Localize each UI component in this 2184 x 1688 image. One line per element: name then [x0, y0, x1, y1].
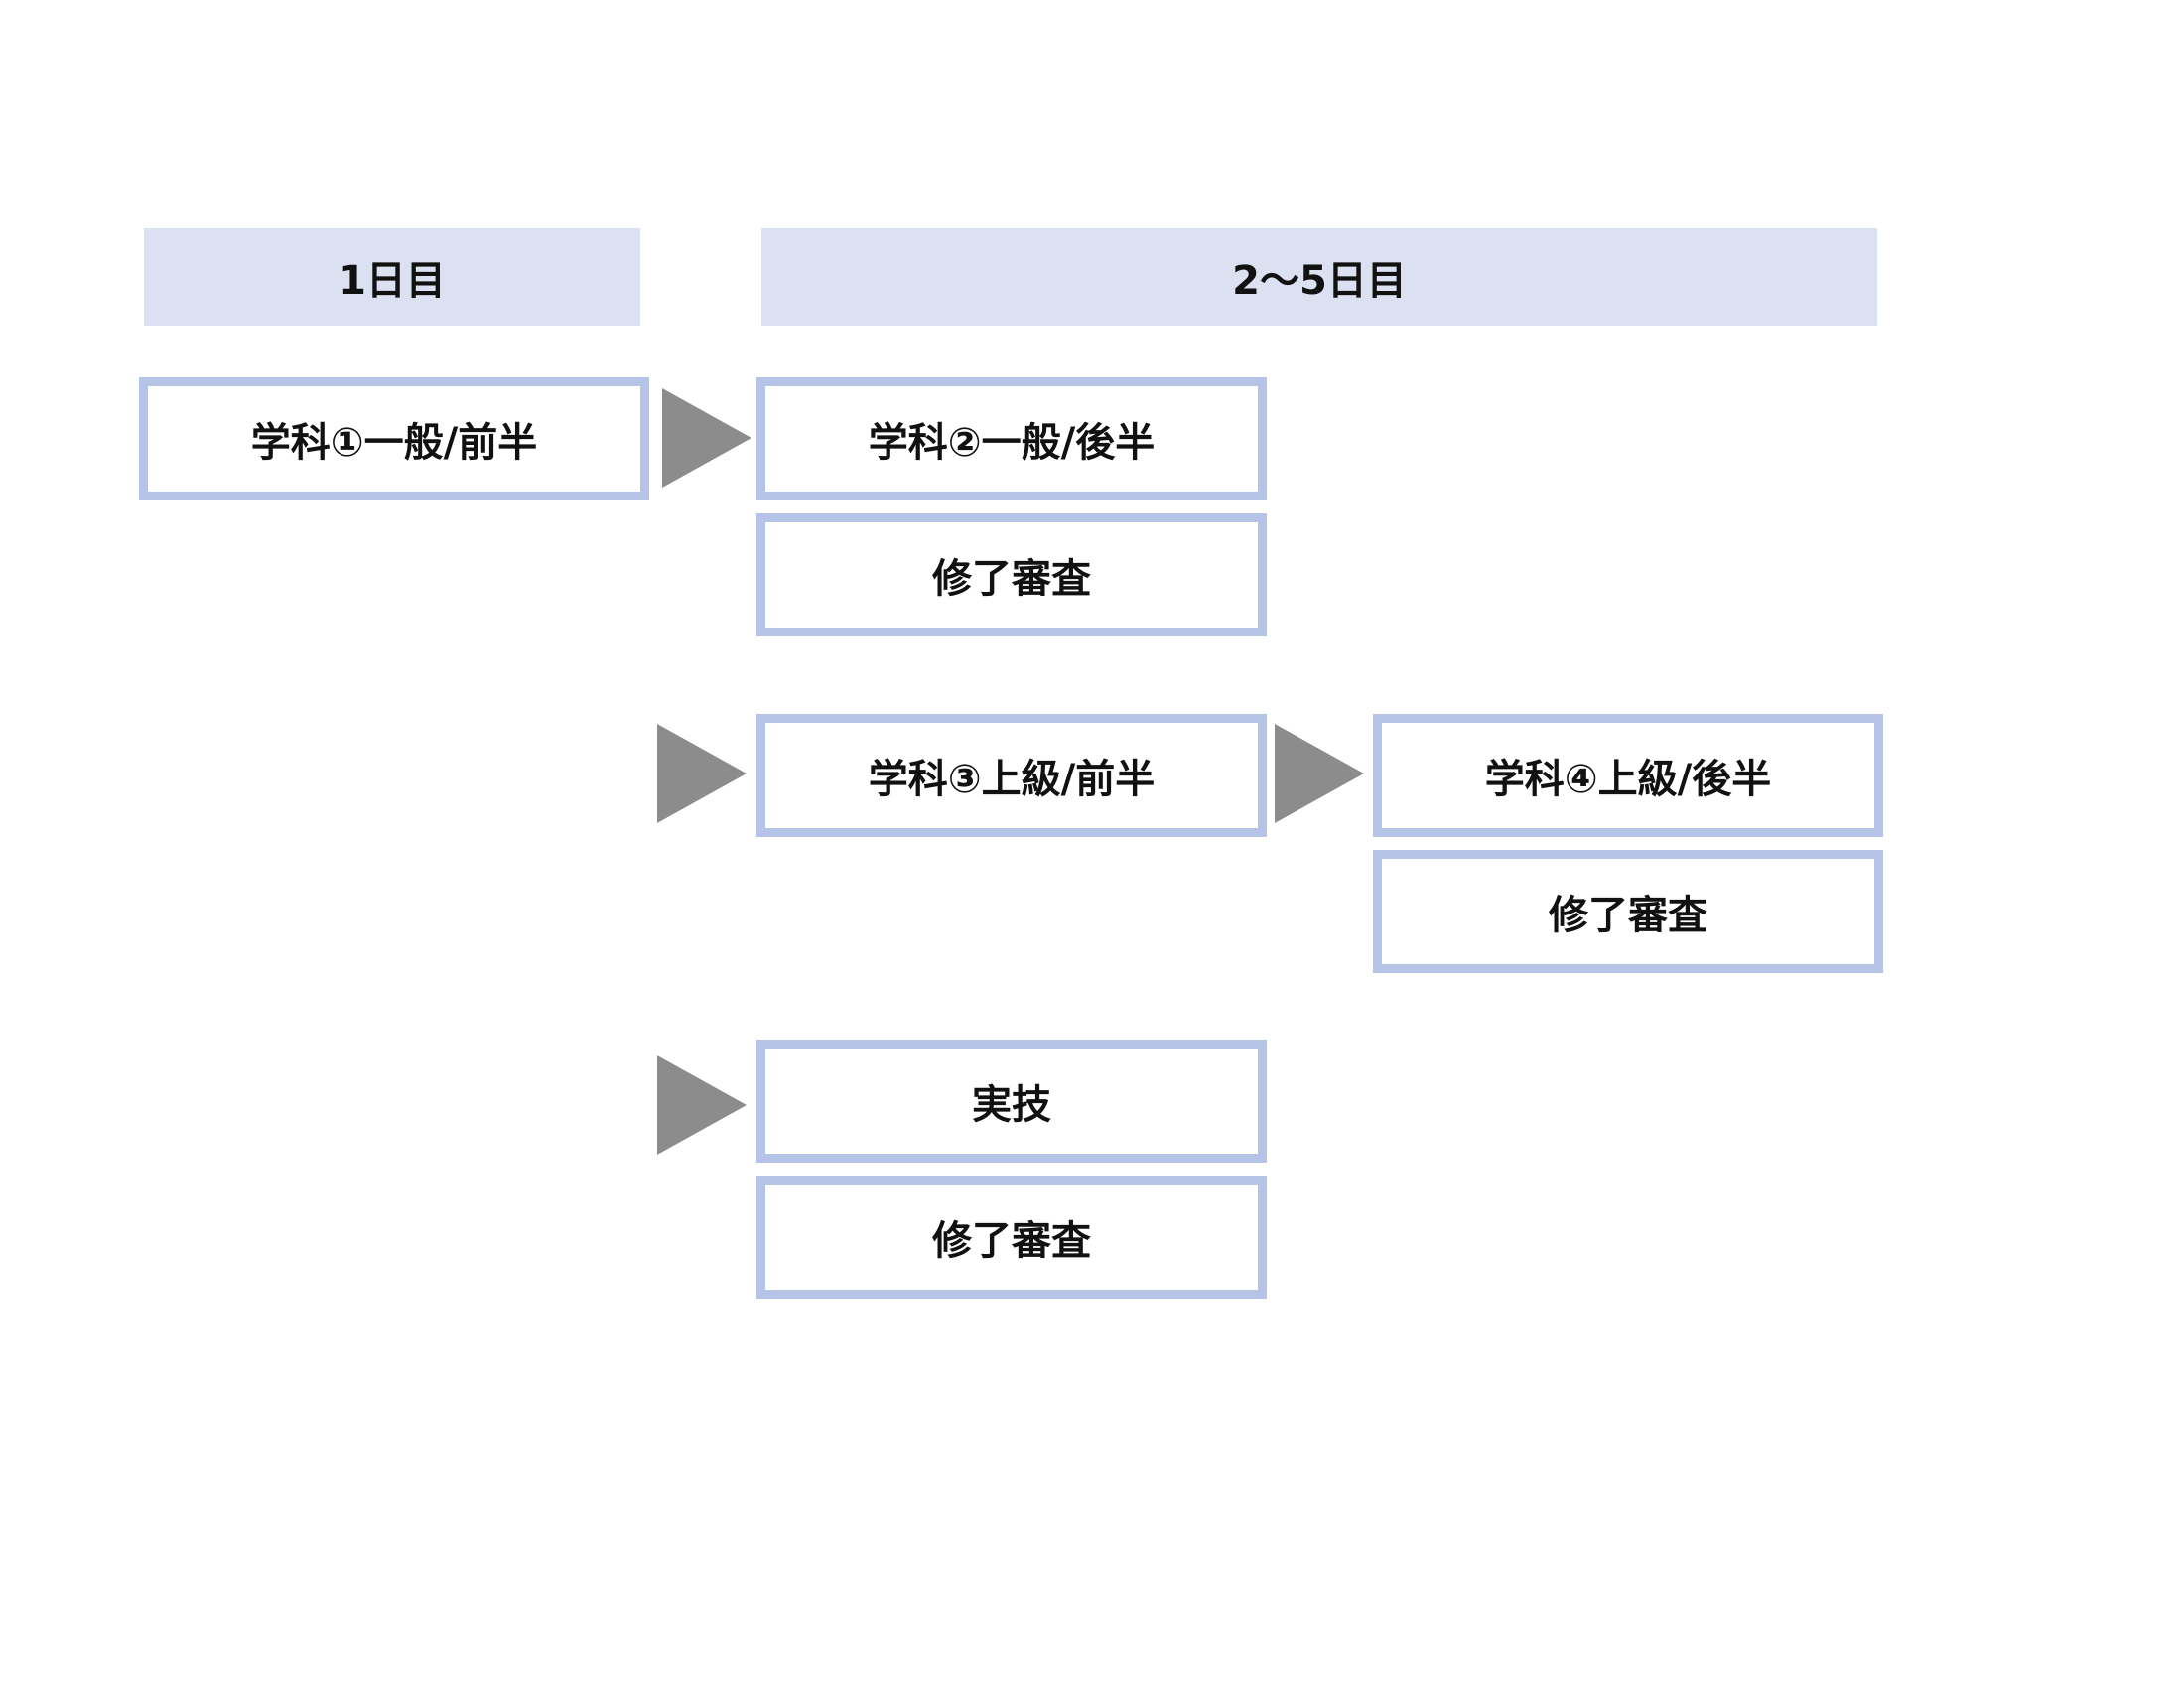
box-advanced-first: 学科③上級/前半	[756, 714, 1267, 837]
arrow-right-icon	[657, 724, 747, 823]
box-completion-review-1: 修了審査	[756, 513, 1267, 636]
box-completion-review-3-label: 修了審査	[932, 1218, 1091, 1264]
header-day1-label: 1日目	[339, 258, 446, 304]
header-days-2-to-5-label: 2～5日目	[1232, 258, 1407, 304]
box-completion-review-1-label: 修了審査	[932, 556, 1091, 602]
box-completion-review-3: 修了審査	[756, 1176, 1267, 1299]
box-completion-review-2-label: 修了審査	[1549, 893, 1707, 938]
box-general-second: 学科②一般/後半	[756, 377, 1267, 500]
box-advanced-second-label: 学科④上級/後半	[1484, 757, 1772, 802]
arrow-right-icon	[657, 1055, 747, 1155]
box-general-first: 学科①一般/前半	[139, 377, 649, 500]
box-general-second-label: 学科②一般/後半	[868, 420, 1156, 466]
box-advanced-second: 学科④上級/後半	[1373, 714, 1883, 837]
box-practical: 実技	[756, 1040, 1267, 1163]
arrow-right-icon	[662, 388, 751, 488]
box-general-first-label: 学科①一般/前半	[250, 420, 538, 466]
box-completion-review-2: 修了審査	[1373, 850, 1883, 973]
box-practical-label: 実技	[972, 1082, 1051, 1128]
box-advanced-first-label: 学科③上級/前半	[868, 757, 1156, 802]
header-day1: 1日目	[144, 228, 640, 326]
header-days-2-to-5: 2～5日目	[761, 228, 1877, 326]
arrow-right-icon	[1275, 724, 1364, 823]
